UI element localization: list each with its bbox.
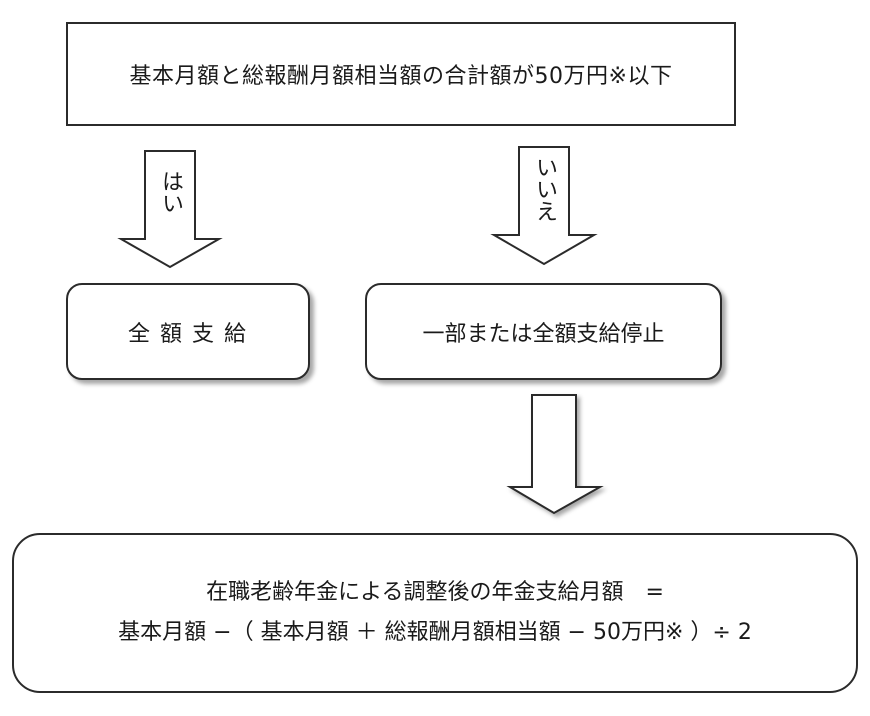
formula-line-2: 基本月額 −（ 基本月額 ＋ 総報酬月額相当額 − 50万円※ ）÷ 2 <box>118 620 752 645</box>
no-label: いいえ <box>532 156 557 222</box>
formula-box: 在職老齢年金による調整後の年金支給月額 = 基本月額 −（ 基本月額 ＋ 総報酬… <box>12 533 858 693</box>
full-payment-text: 全額支給 <box>127 321 256 347</box>
down-arrow-icon <box>506 394 604 515</box>
condition-text: 基本月額と総報酬月額相当額の合計額が50万円※以下 <box>129 64 673 89</box>
payment-stop-text: 一部または全額支給停止 <box>422 321 665 347</box>
yes-arrow-icon <box>117 150 223 269</box>
payment-stop-box: 一部または全額支給停止 <box>365 283 722 380</box>
no-arrow-icon <box>490 146 598 266</box>
formula-line-1: 在職老齢年金による調整後の年金支給月額 = <box>206 580 664 605</box>
condition-box: 基本月額と総報酬月額相当額の合計額が50万円※以下 <box>66 22 736 126</box>
full-payment-box: 全額支給 <box>66 283 310 380</box>
yes-label: はい <box>158 170 183 214</box>
